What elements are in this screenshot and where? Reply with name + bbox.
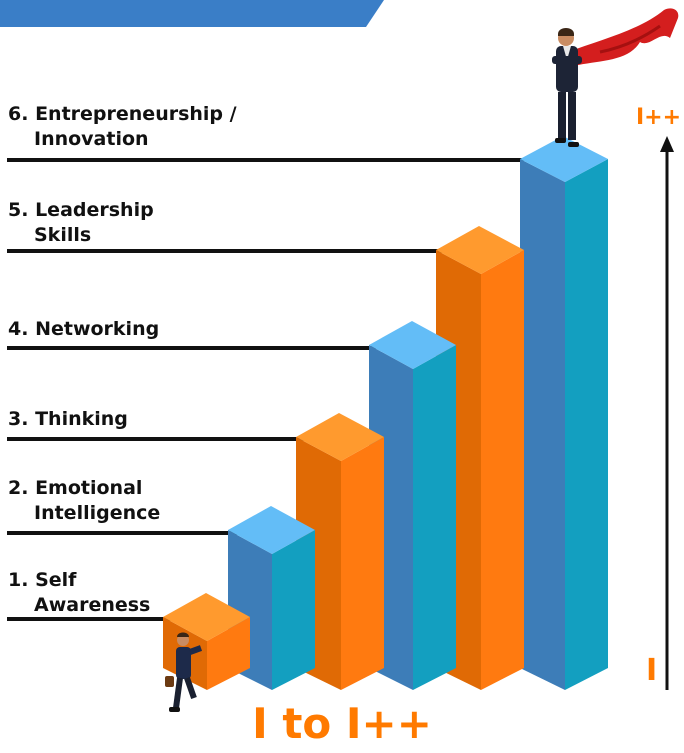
climbing-businessman-illustration	[165, 632, 203, 712]
step-number: 2.	[8, 477, 29, 499]
step-title: Emotional	[35, 477, 143, 499]
step-title-continued: Intelligence	[34, 502, 161, 524]
step-label-5: 5. Leadership Skills	[8, 198, 154, 248]
step-label-4: 4. Networking	[8, 317, 159, 342]
header-banner	[0, 0, 384, 27]
bar-3	[296, 413, 384, 690]
step-number: 3.	[8, 408, 29, 430]
bar-6	[520, 136, 608, 690]
progress-arrow-head	[660, 136, 674, 152]
step-title-continued: Innovation	[34, 128, 149, 150]
step-number: 6.	[8, 103, 29, 125]
step-number: 4.	[8, 318, 29, 340]
step-title-continued: Awareness	[34, 594, 151, 616]
hero-businessman-illustration	[552, 8, 679, 147]
step-title-continued: Skills	[34, 224, 92, 246]
step-title: Networking	[35, 318, 160, 340]
step-title: Leadership	[35, 199, 154, 221]
step-label-2: 2. Emotional Intelligence	[8, 476, 160, 526]
step-number: 5.	[8, 199, 29, 221]
step-label-3: 3. Thinking	[8, 407, 128, 432]
step-title: Thinking	[35, 408, 128, 430]
infographic-title: I to I++	[252, 699, 432, 748]
axis-top-label: I++	[636, 105, 682, 130]
step-label-1: 1. Self Awareness	[8, 568, 150, 618]
step-number: 1.	[8, 569, 29, 591]
step-title: Self	[35, 569, 77, 591]
axis-bottom-label: I	[646, 653, 658, 688]
step-title: Entrepreneurship /	[35, 103, 237, 125]
step-label-6: 6. Entrepreneurship / Innovation	[8, 102, 237, 152]
